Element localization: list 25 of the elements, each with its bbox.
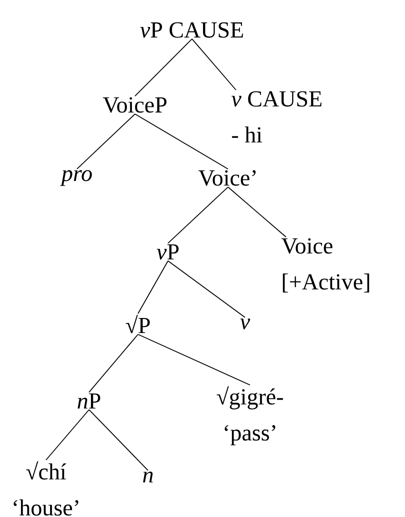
branch-line bbox=[228, 186, 286, 238]
tree-label: v bbox=[240, 318, 250, 330]
tree-label: Voice [+Active] bbox=[281, 238, 370, 292]
tree-label: Voice’ bbox=[198, 170, 256, 186]
tree-label: pro bbox=[60, 170, 92, 186]
branch-line bbox=[88, 334, 138, 393]
branch-line bbox=[134, 114, 228, 170]
tree-label: n bbox=[143, 472, 153, 482]
branch-line bbox=[76, 114, 136, 170]
tree-label: v CAUSE - hi bbox=[232, 91, 322, 142]
tree-label: vP bbox=[156, 244, 179, 260]
tree-label: nP bbox=[78, 393, 100, 409]
tree-label: √P bbox=[126, 314, 150, 334]
branch-line bbox=[46, 409, 90, 460]
tree-label: vP CAUSE bbox=[140, 22, 243, 38]
branch-line bbox=[138, 260, 168, 314]
branch-line bbox=[168, 186, 228, 244]
branch-line bbox=[168, 260, 246, 318]
branch-line bbox=[134, 38, 192, 96]
tree-label: VoiceP bbox=[102, 97, 166, 113]
tree-label: √gigré- ‘pass’ bbox=[216, 386, 283, 446]
branch-line bbox=[192, 38, 236, 90]
tree-label: √chí ‘house’ bbox=[14, 461, 78, 516]
branch-line bbox=[88, 409, 148, 471]
branch-line bbox=[138, 334, 250, 386]
